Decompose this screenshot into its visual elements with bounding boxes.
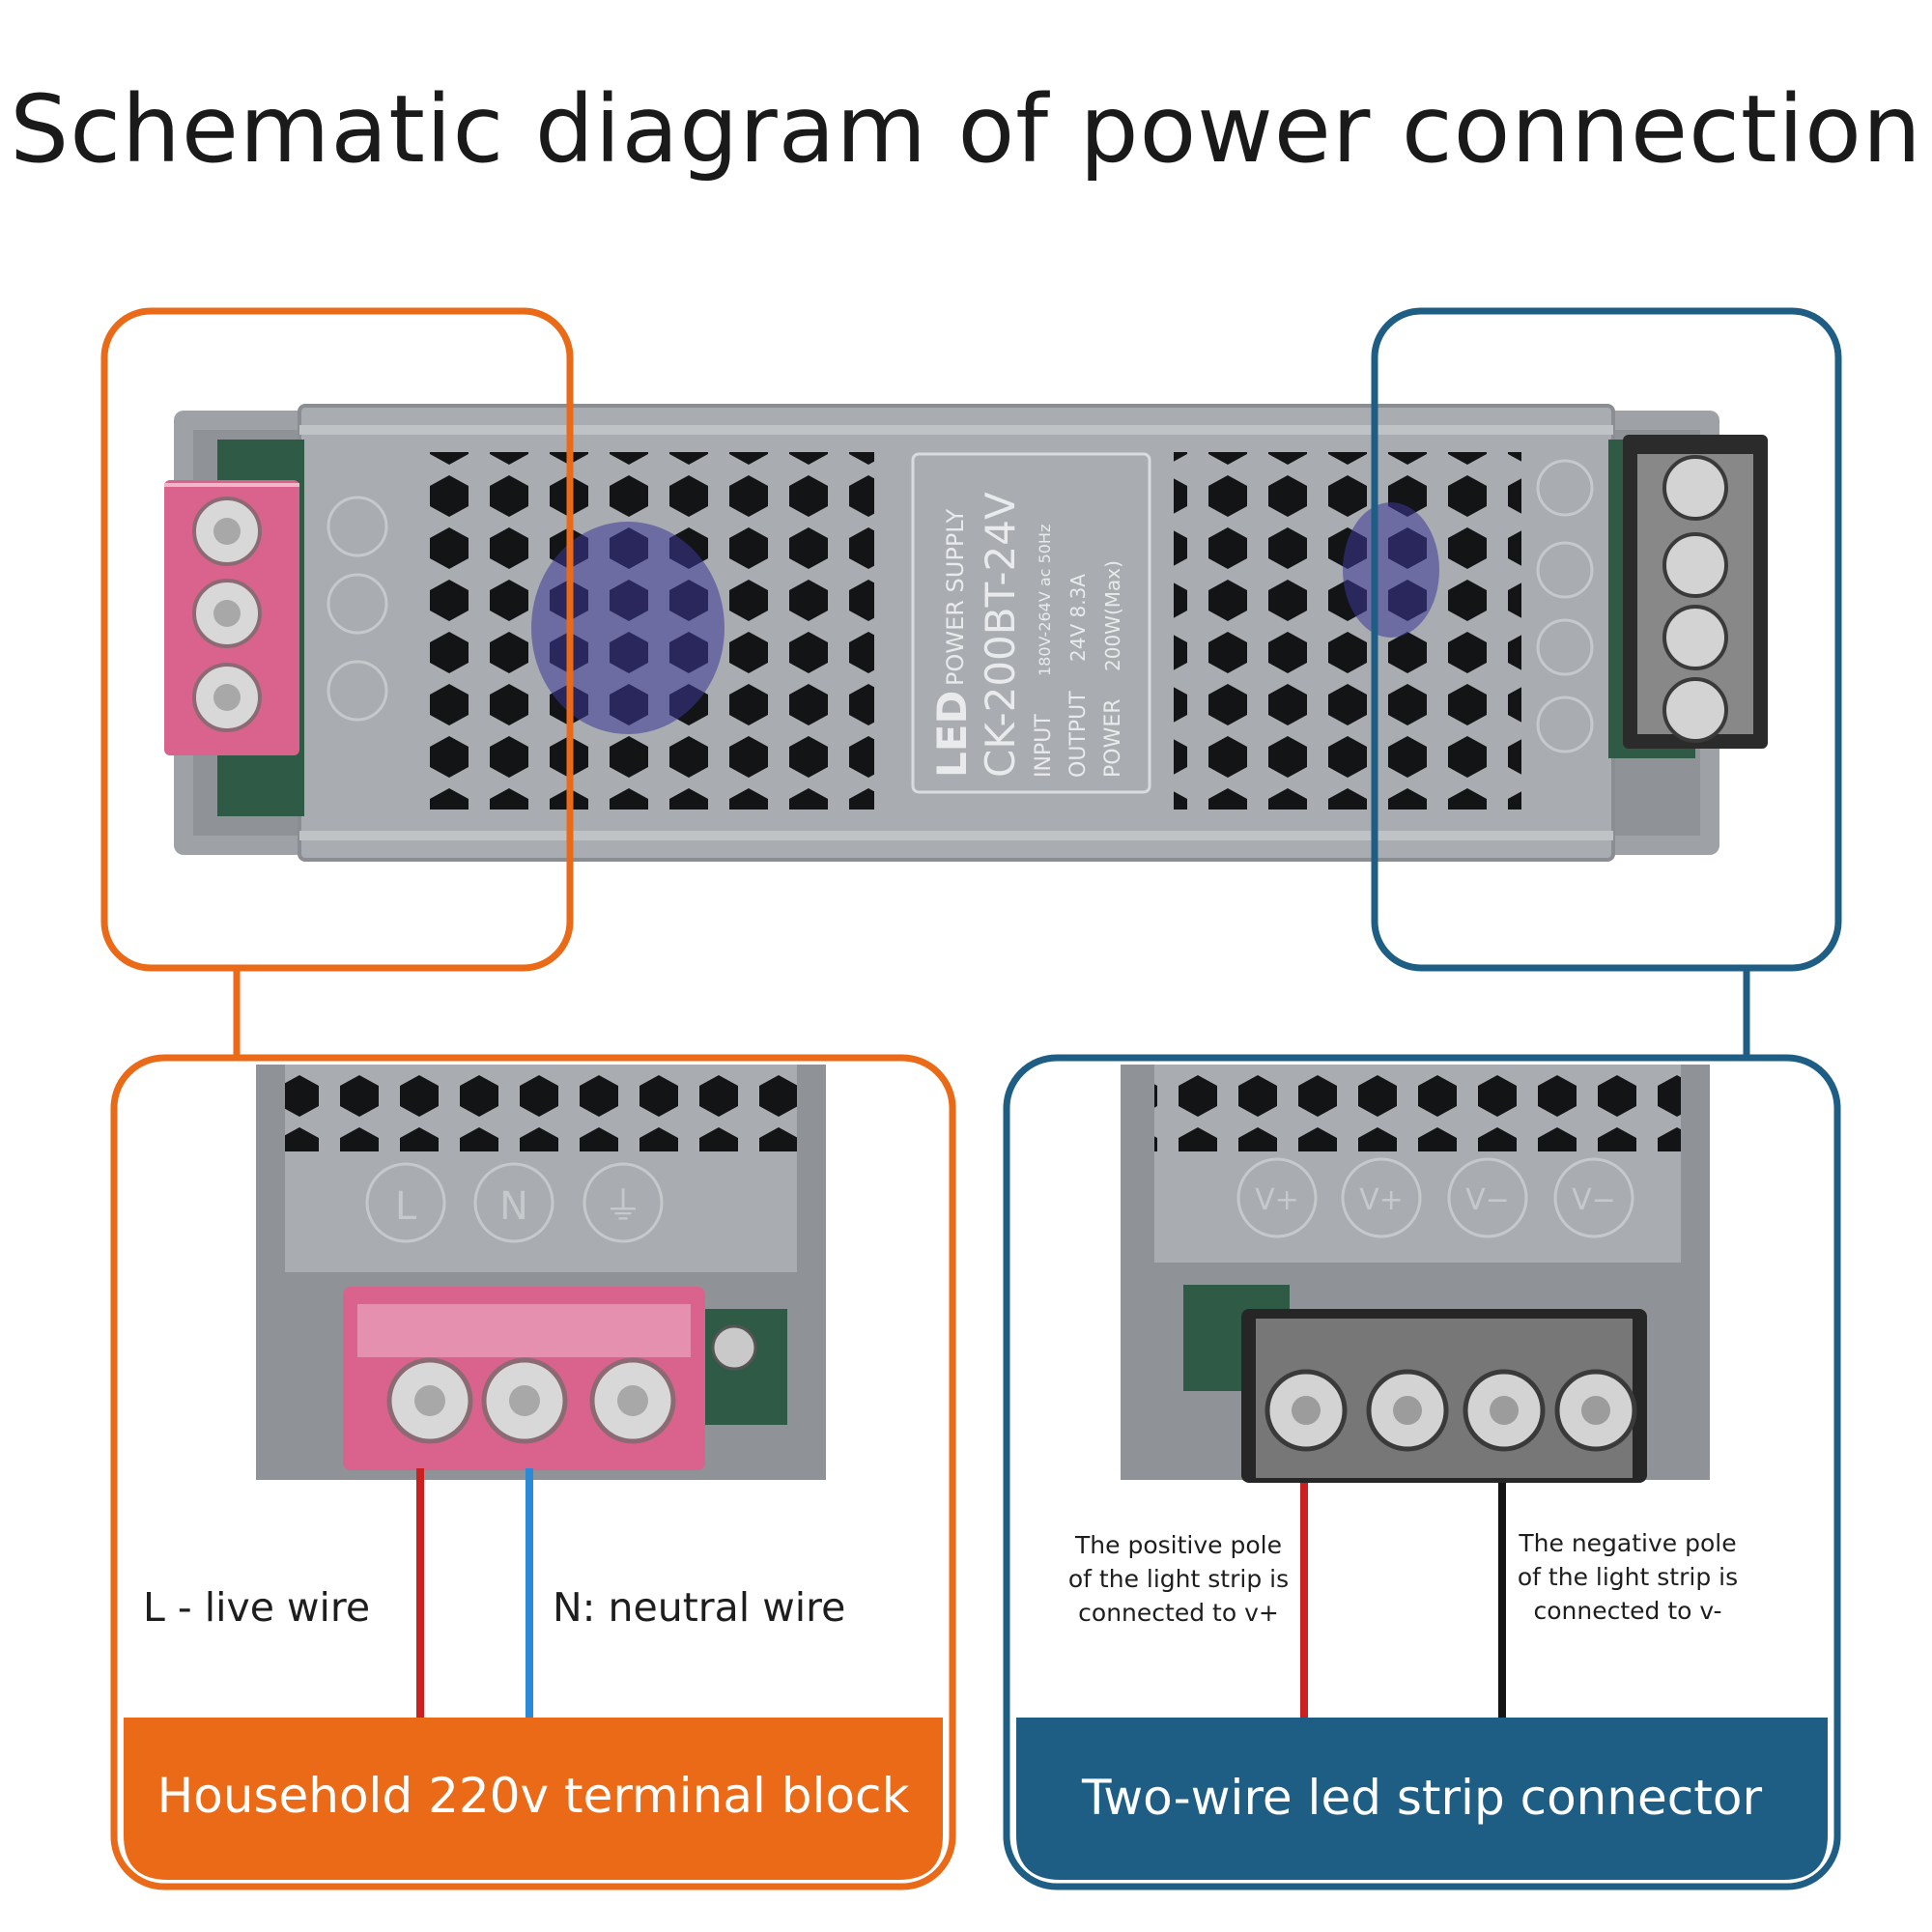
left-detail-panel: L N ⏚	[110, 1054, 956, 1890]
output-value: 24V 8.3A	[1066, 574, 1090, 662]
label-plate	[911, 452, 1151, 794]
left-banner-label: Household 220v terminal block	[156, 1768, 910, 1824]
right-banner	[1016, 1718, 1828, 1880]
input-label: INPUT	[1032, 714, 1056, 778]
right-detail-panel: V+ V+ V− V−	[1003, 1054, 1841, 1890]
output-highlight-frame	[1371, 307, 1842, 972]
led-logo: LED	[928, 691, 976, 778]
ground-icon: ⏚	[604, 1184, 642, 1229]
left-banner	[124, 1718, 943, 1880]
negative-pole-note: The negative pole of the light strip is …	[1517, 1529, 1739, 1625]
power-supply-unit: LED POWER SUPPLY CK-200BT-24V INPUT 180V…	[164, 404, 1768, 862]
input-marks-top	[327, 496, 388, 722]
mark-v-plus-2: V+	[1359, 1183, 1404, 1217]
live-wire-label: L - live wire	[143, 1584, 371, 1631]
mark-v-minus-2: V−	[1572, 1183, 1616, 1217]
output-marks-top	[1536, 459, 1594, 753]
input-highlight-frame	[100, 307, 574, 972]
power-label: POWER	[1101, 698, 1125, 778]
power-value: 200W(Max)	[1101, 560, 1124, 671]
output-terminal-block-top	[1623, 435, 1768, 749]
input-terminal-block-top	[164, 480, 299, 755]
page-title: Schematic diagram of power connection	[10, 75, 1922, 184]
input-value: 180V-264V ac 50Hz	[1036, 525, 1054, 676]
mark-l: L	[395, 1184, 417, 1229]
mark-n: N	[499, 1184, 528, 1229]
mark-v-plus-1: V+	[1255, 1183, 1299, 1217]
neutral-wire-label: N: neutral wire	[553, 1584, 846, 1631]
vent-right	[1174, 452, 1521, 810]
model-text: CK-200BT-24V	[977, 492, 1024, 778]
brand-text: POWER SUPPLY	[942, 509, 969, 686]
mark-v-minus-1: V−	[1465, 1183, 1510, 1217]
right-banner-label: Two-wire led strip connector	[1081, 1770, 1763, 1826]
output-label: OUTPUT	[1066, 691, 1091, 778]
positive-pole-note: The positive pole of the light strip is …	[1067, 1531, 1290, 1627]
